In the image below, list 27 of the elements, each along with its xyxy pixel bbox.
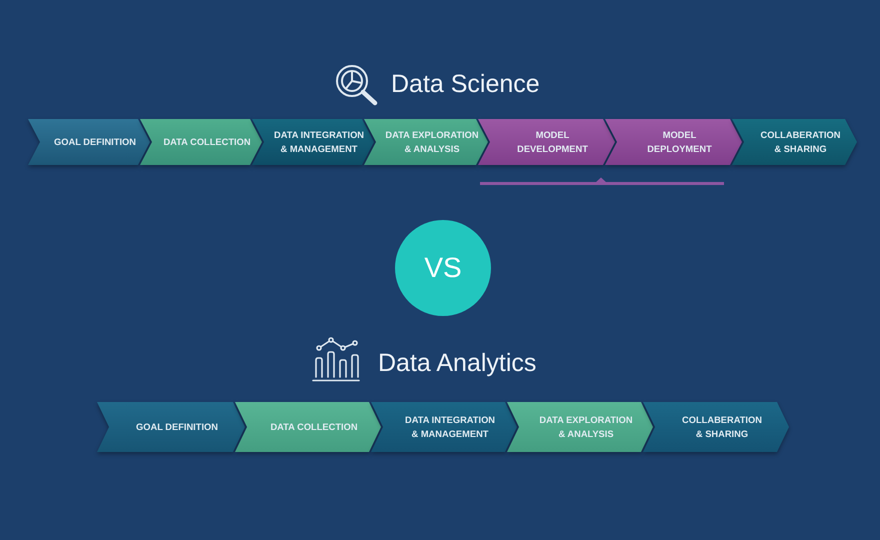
step-label: COLLABERATION & SHARING <box>760 129 842 156</box>
process-step <box>643 402 789 452</box>
step-label: DATA COLLECTION <box>163 136 251 149</box>
process-step <box>252 119 374 165</box>
process-step <box>235 402 381 452</box>
step-label: MODEL DEVELOPMENT <box>516 129 589 156</box>
process-step <box>140 119 262 165</box>
comparison-label: VS <box>424 252 462 284</box>
step-label: DATA EXPLORATION & ANALYSIS <box>538 414 634 441</box>
process-step <box>478 119 615 165</box>
process-step <box>364 119 488 165</box>
process-step <box>605 119 742 165</box>
step-label: COLLABERATION & SHARING <box>681 414 763 441</box>
step-label: GOAL DEFINITION <box>54 136 136 149</box>
step-label: DATA COLLECTION <box>270 421 358 434</box>
process-step <box>371 402 517 452</box>
step-label: GOAL DEFINITION <box>136 421 218 434</box>
step-label: DATA INTEGRATION & MANAGEMENT <box>404 414 496 441</box>
process-step <box>28 119 150 165</box>
process-step <box>97 402 245 452</box>
process-step <box>732 119 857 165</box>
section-heading: Data Analytics <box>378 348 536 378</box>
section-heading: Data Science <box>391 69 540 99</box>
step-label: MODEL DEPLOYMENT <box>646 129 713 156</box>
process-step <box>507 402 653 452</box>
step-label: DATA INTEGRATION & MANAGEMENT <box>272 129 366 156</box>
step-label: DATA EXPLORATION & ANALYSIS <box>384 129 480 156</box>
